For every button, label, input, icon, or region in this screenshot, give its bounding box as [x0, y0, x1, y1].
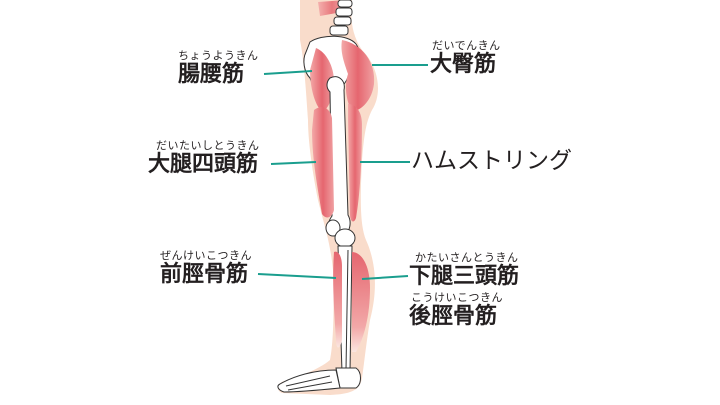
- gluteus-maximus-muscle: [341, 40, 375, 112]
- foot-bones: [277, 367, 361, 393]
- name-iliopsoas: 腸腰筋: [178, 62, 245, 87]
- ruby-gluteus-maximus: だいでんきん: [432, 39, 501, 52]
- name-quadriceps: 大腿四頭筋: [148, 152, 259, 177]
- label-hamstrings: ハムストリング: [411, 148, 572, 174]
- leader-line-iliopsoas: [263, 70, 313, 75]
- ruby-quadriceps: だいたいしとうきん: [156, 139, 260, 152]
- name-hamstrings: ハムストリング: [411, 148, 572, 174]
- name-gluteus-maximus: 大臀筋: [430, 52, 497, 77]
- leader-line-triceps-surae: [361, 275, 409, 280]
- knee-joint: [325, 219, 356, 248]
- ruby-tibialis-anterior: ぜんけいこつきん: [160, 249, 252, 262]
- iliopsoas-muscle: [310, 48, 334, 112]
- spine-icon: [329, 0, 353, 36]
- quadriceps-muscle: [312, 107, 334, 218]
- label-tibialis-anterior: ぜんけいこつきん 前脛骨筋: [160, 250, 252, 288]
- tibialis-anterior-muscle: [333, 251, 342, 348]
- leader-lines: [257, 64, 428, 280]
- label-tibialis-posterior: こうけいこつきん 後脛骨筋: [409, 292, 503, 330]
- name-tibialis-posterior: 後脛骨筋: [409, 304, 498, 329]
- ruby-tibialis-posterior: こうけいこつきん: [411, 291, 503, 304]
- label-triceps-surae: かたいさんとうきん 下腿三頭筋: [409, 252, 519, 290]
- name-tibialis-anterior: 前脛骨筋: [160, 262, 249, 287]
- label-quadriceps: だいたいしとうきん 大腿四頭筋: [148, 140, 260, 178]
- leader-line-quadriceps: [270, 161, 317, 165]
- name-triceps-surae: 下腿三頭筋: [409, 264, 520, 289]
- leader-line-tibialis-anterior: [257, 273, 337, 279]
- ruby-triceps-surae: かたいさんとうきん: [415, 251, 519, 264]
- label-gluteus-maximus: だいでんきん 大臀筋: [430, 40, 501, 78]
- ruby-iliopsoas: ちょうようきん: [178, 49, 259, 62]
- label-iliopsoas: ちょうようきん 腸腰筋: [178, 50, 259, 88]
- calf-muscle: [352, 252, 370, 352]
- hamstrings-muscle: [348, 104, 362, 222]
